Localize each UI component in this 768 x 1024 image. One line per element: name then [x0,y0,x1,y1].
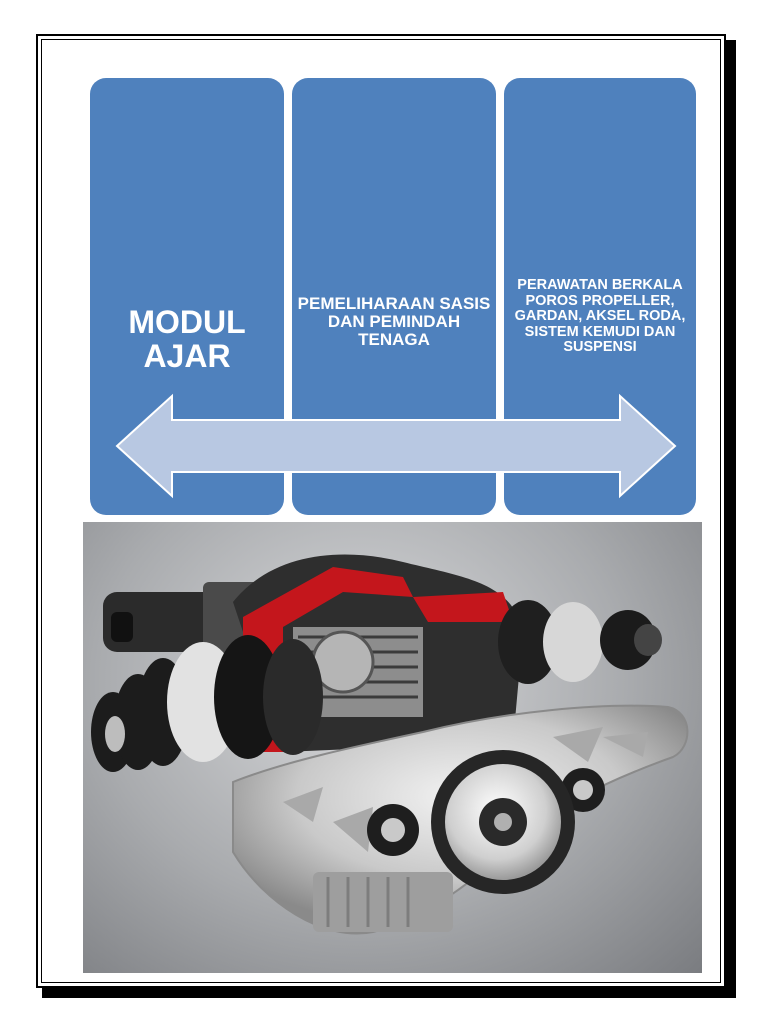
title-box-topic-text: PERAWATAN BERKALA POROS PROPELLER, GARDA… [514,277,686,355]
title-box-subject-text: PEMELIHARAAN SASIS DAN PEMINDAH TENAGA [297,294,491,349]
title-box-modul-ajar-text: MODUL AJAR [128,304,246,374]
differential-photo [83,522,702,973]
page-frame-inner [41,39,721,983]
rear-differential-illustration [91,554,689,935]
